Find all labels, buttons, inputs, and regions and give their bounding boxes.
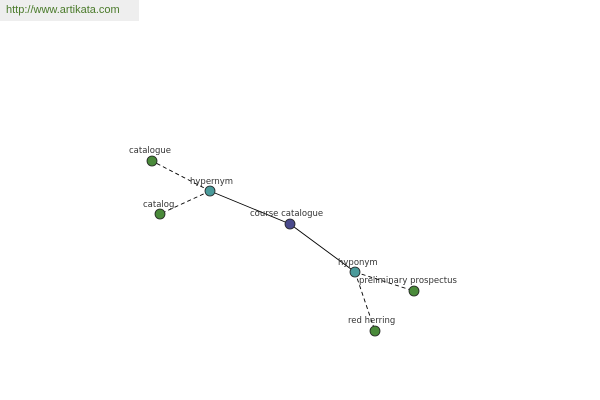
url-banner: http://www.artikata.com — [0, 0, 139, 21]
label-red-herring[interactable]: red herring — [348, 316, 395, 326]
graph-edges — [151, 160, 415, 332]
site-url[interactable]: http://www.artikata.com — [6, 4, 120, 16]
graph-nodes — [146, 155, 420, 337]
label-catalog[interactable]: catalog — [143, 200, 174, 210]
node-catalog[interactable] — [154, 208, 166, 220]
node-preliminary-prospectus[interactable] — [408, 285, 420, 297]
node-catalogue[interactable] — [146, 155, 158, 167]
graph-labels: course catalogue hypernym hyponym catalogue… — [129, 146, 457, 326]
edge-hypernym-catalogue — [151, 160, 211, 192]
label-preliminary-prospectus[interactable]: preliminary prospectus — [359, 276, 457, 286]
node-hypernym[interactable] — [204, 185, 216, 197]
node-hyponym[interactable] — [349, 266, 361, 278]
label-hyponym[interactable]: hyponym — [338, 258, 378, 268]
edge-course-catalogue-hypernym — [209, 190, 291, 225]
edge-course-catalogue-hyponym — [289, 223, 356, 273]
label-catalogue[interactable]: catalogue — [129, 146, 171, 156]
label-hypernym[interactable]: hypernym — [190, 177, 233, 187]
label-course-catalogue[interactable]: course catalogue — [250, 209, 323, 219]
edge-hypernym-catalog — [159, 190, 211, 215]
node-red-herring[interactable] — [369, 325, 381, 337]
edge-hyponym-red-herring — [354, 271, 376, 332]
node-course-catalogue[interactable] — [284, 218, 296, 230]
edge-hyponym-preliminary-prospectus — [354, 271, 415, 292]
